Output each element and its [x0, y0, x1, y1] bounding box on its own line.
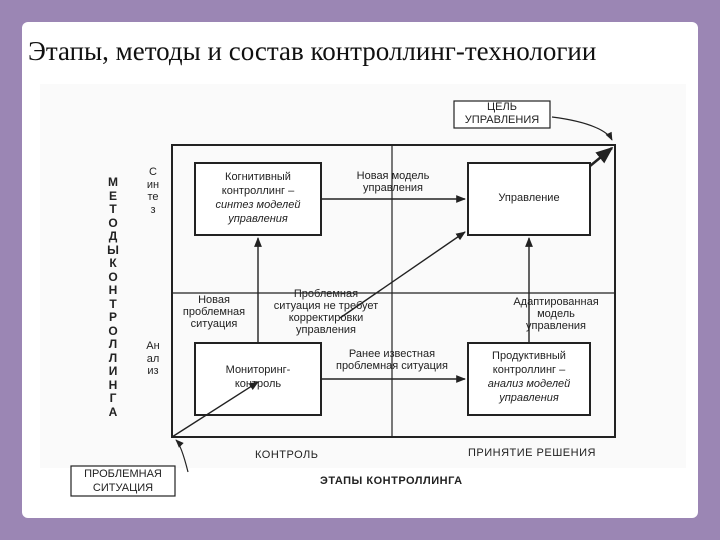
no-correction-line2: ситуация не требует [273, 300, 379, 312]
cognitive-line4: управления [228, 213, 288, 225]
problem-curve [175, 439, 189, 473]
management-box-label: Управление [498, 192, 560, 204]
new-problem-line1: Новая [198, 294, 230, 306]
management-box-rect [467, 162, 591, 236]
axis-stages-label: ЭТАПЫ КОНТРОЛЛИНГА [320, 475, 463, 487]
no-correction-line4: управления [296, 324, 356, 336]
new-problem-line3: ситуация [190, 318, 238, 330]
known-problem-line1: Ранее известная [348, 348, 436, 360]
no-correction-line3: корректировки [288, 312, 364, 324]
cognitive-line1: Когнитивный [225, 171, 291, 183]
monitoring-line2: контроль [234, 378, 282, 390]
goal-curve [551, 116, 613, 141]
methods-vertical-label: МЕТОДЫ КОНТРОЛЛИНГА [107, 175, 119, 419]
goal-box-rect [453, 100, 551, 129]
cognitive-box-rect [194, 162, 322, 236]
axis-control-label: КОНТРОЛЬ [255, 449, 319, 461]
new-problem-line2: проблемная [182, 306, 246, 318]
problem-label: ПРОБЛЕМНАЯ СИТУАЦИЯ [84, 468, 162, 494]
analysis-vertical-label: Анализ [146, 340, 160, 378]
no-correction-line1: Проблемная [293, 288, 359, 300]
new-model-line1: Новая модель [356, 170, 430, 182]
synthesis-vertical-label: Синтез [146, 166, 160, 216]
productive-box-rect [467, 342, 591, 416]
productive-line2: контроллинг – [492, 364, 566, 376]
adapted-model-line1: Адаптированная [513, 296, 599, 308]
arrow-goal [589, 146, 614, 167]
new-model-line2: управления [363, 182, 423, 194]
axis-decision-label: ПРИНЯТИЕ РЕШЕНИЯ [468, 447, 596, 459]
diagram-frame [171, 144, 616, 438]
slide-title: Этапы, методы и состав контроллинг-техно… [28, 36, 597, 66]
known-problem-line2: проблемная ситуация [335, 360, 448, 372]
problem-box-rect [70, 465, 176, 497]
cognitive-line2: контроллинг – [221, 185, 295, 197]
productive-line3: анализ моделей [487, 378, 571, 390]
arrow-diagonal-start [171, 381, 259, 438]
arrow-no-correction [339, 231, 466, 319]
cognitive-line3: синтез моделей [215, 199, 301, 211]
goal-label: ЦЕЛЬ УПРАВЛЕНИЯ [464, 101, 540, 126]
monitoring-line1: Мониторинг- [225, 364, 291, 376]
adapted-model-line3: управления [526, 320, 586, 332]
productive-line4: управления [499, 392, 559, 404]
adapted-model-line2: модель [537, 308, 575, 320]
productive-line1: Продуктивный [492, 350, 566, 362]
